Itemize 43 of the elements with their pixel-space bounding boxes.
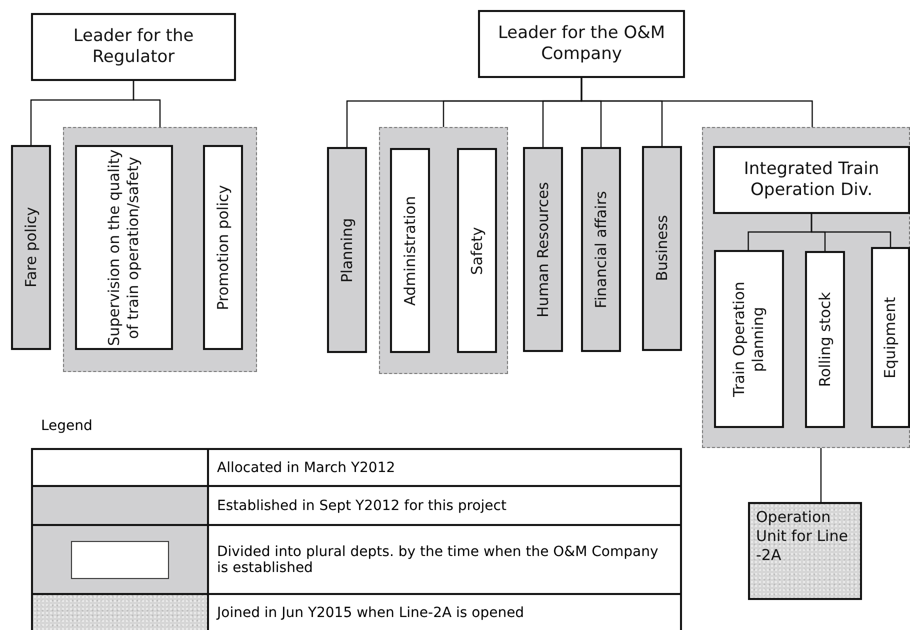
department-box <box>581 147 621 352</box>
unit-box <box>748 502 862 600</box>
group-panel <box>702 127 910 448</box>
department-box <box>871 247 910 428</box>
org-box <box>478 10 685 78</box>
legend-title: Legend <box>41 418 92 434</box>
connector-line <box>132 81 161 127</box>
department-box <box>327 147 367 353</box>
department-box <box>523 147 563 352</box>
node-label: Human Resources <box>534 182 552 318</box>
group-panel <box>63 127 257 372</box>
node-label: Leader for the Regulator <box>72 26 195 68</box>
department-box <box>75 145 173 350</box>
node-label: Supervision on the quality of train operation/safety <box>105 148 143 348</box>
department-box <box>390 148 430 353</box>
connector-line <box>820 448 822 502</box>
node-label: Promotion policy <box>214 184 232 310</box>
node-label: Operation Unit for Line -2A <box>756 508 849 564</box>
group-panel <box>379 127 508 374</box>
department-box <box>11 145 51 350</box>
node-label: Business <box>652 215 672 282</box>
department-box <box>714 250 784 428</box>
department-box <box>805 251 845 428</box>
department-box <box>642 146 682 351</box>
node-label: Financial affairs <box>592 190 610 308</box>
org-box <box>713 146 910 214</box>
connector-line <box>580 78 813 127</box>
legend-text: Divided into plural depts. by the time when the O&M Company is established <box>208 525 681 594</box>
node-label: Planning <box>338 218 356 282</box>
node-label: Safety <box>468 226 486 274</box>
department-box <box>457 148 497 353</box>
department-box <box>203 145 243 350</box>
connector-line <box>810 214 892 247</box>
node-label: Train Operation planning <box>730 280 768 399</box>
legend-text: Allocated in March Y2012 <box>208 449 681 486</box>
node-label: Equipment <box>881 296 900 378</box>
node-label: Rolling stock <box>816 292 834 388</box>
node-label: Leader for the O&M Company <box>496 22 666 66</box>
org-box <box>31 13 236 81</box>
legend-text: Established in Sept Y2012 for this project <box>208 486 681 525</box>
node-label: Administration <box>400 196 420 306</box>
node-label: Integrated Train Operation Div. <box>742 158 880 202</box>
node-label: Fare policy <box>22 207 40 288</box>
